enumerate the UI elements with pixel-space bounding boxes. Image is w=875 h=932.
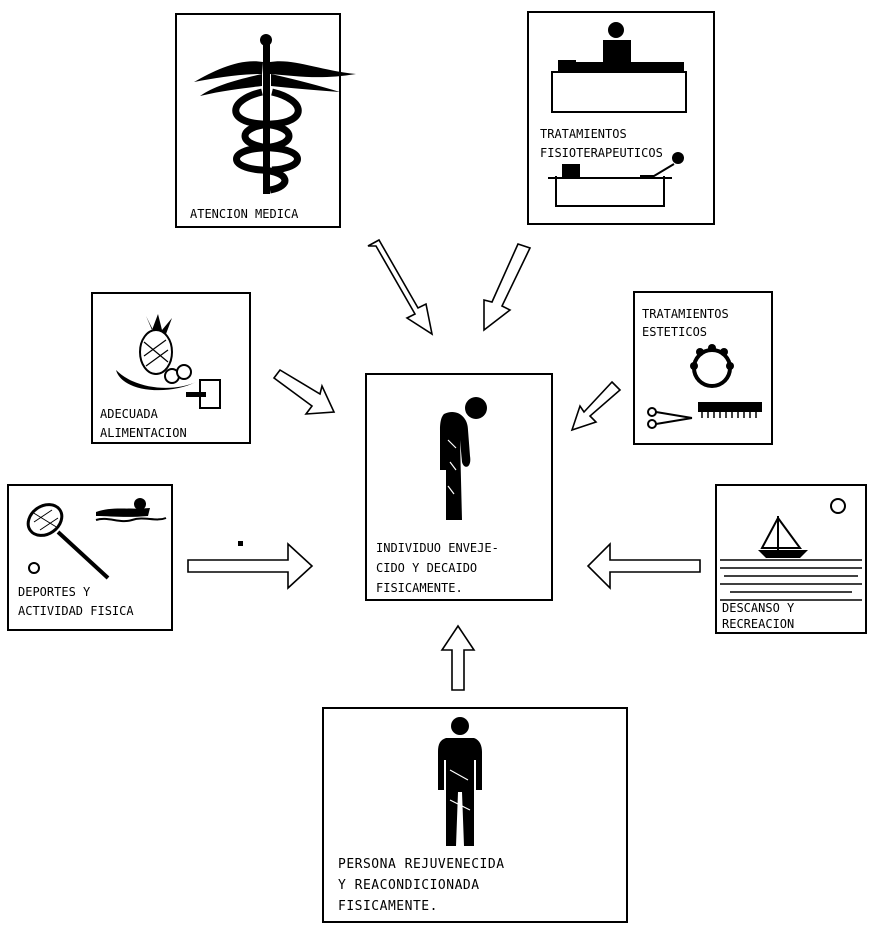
physiotherapy-icon	[548, 22, 687, 207]
label-deportes-line-2: ACTIVIDAD FISICA	[18, 604, 134, 618]
node-tratamientos-fisioterapeuticos: TRATAMIENTOS FISIOTERAPEUTICOS	[527, 11, 715, 225]
node-tratamientos-esteticos: TRATAMIENTOS ESTETICOS	[633, 291, 773, 445]
label-descanso-line-1: DESCANSO Y	[722, 601, 795, 615]
label-alimentacion-line-2: ALIMENTACION	[100, 426, 187, 440]
caduceus-icon	[194, 34, 356, 194]
arrow-bottom-to-center	[440, 624, 476, 691]
arrow-deportes-to-center	[187, 542, 314, 590]
node-persona-rejuvenecida: PERSONA REJUVENECIDA Y REACONDICIONADA F…	[322, 707, 628, 923]
arrow-deportes-dot	[238, 541, 243, 546]
tennis-swimming-icon	[26, 498, 167, 580]
label-esteticos-line-1: TRATAMIENTOS	[642, 307, 729, 321]
label-bottom-line-3: FISICAMENTE.	[338, 899, 438, 914]
label-alimentacion-line-1: ADECUADA	[100, 407, 159, 421]
arrow-fisio-to-center	[483, 243, 532, 332]
label-bottom-line-1: PERSONA REJUVENECIDA	[338, 857, 505, 872]
node-individuo-envejecido: INDIVIDUO ENVEJE- CIDO Y DECAIDO FISICAM…	[365, 373, 553, 601]
label-atencion-line-1: ATENCION MEDICA	[190, 207, 299, 221]
node-atencion-medica: ATENCION MEDICA	[175, 13, 356, 228]
node-descanso-recreacion: DESCANSO Y RECREACION	[715, 484, 867, 634]
label-center-line-1: INDIVIDUO ENVEJE-	[376, 541, 499, 555]
label-descanso-line-2: RECREACION	[722, 617, 794, 631]
label-esteticos-line-2: ESTETICOS	[642, 325, 707, 339]
label-center-line-2: CIDO Y DECAIDO	[376, 561, 477, 575]
node-adecuada-alimentacion: ADECUADA ALIMENTACION	[91, 292, 251, 444]
sailboat-sun-icon	[720, 498, 862, 601]
label-deportes-line-1: DEPORTES Y	[18, 585, 91, 599]
aged-person-icon	[440, 397, 487, 520]
label-fisio-line-2: FISIOTERAPEUTICOS	[540, 146, 663, 160]
label-center-line-3: FISICAMENTE.	[376, 581, 463, 595]
node-deportes-actividad-fisica: DEPORTES Y ACTIVIDAD FISICA	[7, 484, 173, 631]
label-bottom-line-2: Y REACONDICIONADA	[338, 878, 480, 893]
arrow-esteticos-to-center	[570, 380, 622, 432]
mirror-comb-scissors-icon	[647, 344, 762, 429]
arrow-atencion-to-center	[367, 238, 434, 336]
label-fisio-line-1: TRATAMIENTOS	[540, 127, 627, 141]
upright-person-icon	[438, 717, 482, 846]
fruit-bowl-icon	[116, 314, 221, 409]
arrow-alimentacion-to-center	[272, 368, 336, 415]
arrow-descanso-to-center	[586, 542, 701, 590]
